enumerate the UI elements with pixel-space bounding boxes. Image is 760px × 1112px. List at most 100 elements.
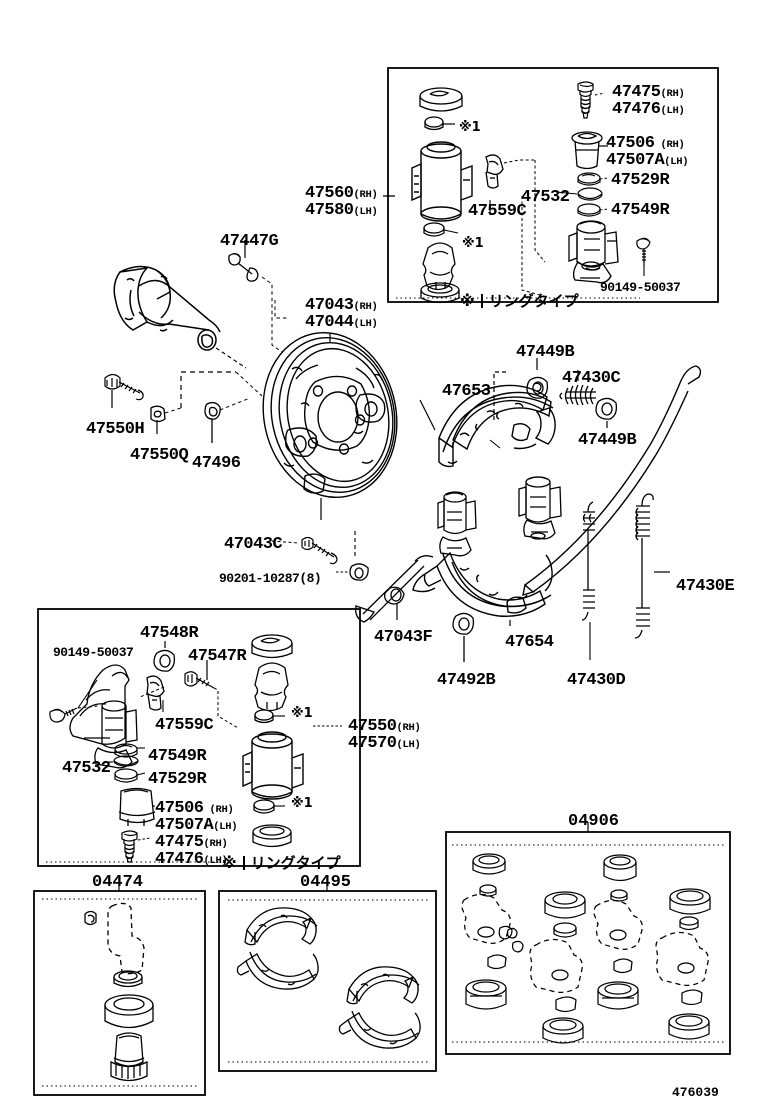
part-label-47430C: 47430C [562, 370, 621, 387]
part-side-suffix: (RH) [353, 189, 378, 201]
wheel-cylinder-lh-panel-border [37, 608, 361, 867]
part-47550Q-nut [150, 405, 166, 423]
part-47529R-ring [577, 172, 601, 186]
ring-type-text: リングタイプ [488, 292, 579, 310]
part-47550H-bolt [104, 373, 144, 401]
part-number: 90149-50037 [600, 280, 681, 295]
part-wheel-cylinder-lh-scene [437, 491, 477, 557]
part-label-47449B: 47449B [516, 344, 575, 361]
part-47550-rh-cylinder-body [411, 141, 473, 222]
part-number: 47529R [148, 770, 207, 789]
ring-type-legend: ※リングタイプ [460, 292, 579, 310]
part-47449B-hold-down-lower [595, 397, 618, 420]
part-47043C-pin [301, 536, 338, 565]
part-47043F-strut-rod [355, 555, 434, 623]
part-label-47570: 47570(LH) [348, 735, 421, 752]
kit-04495-contents [236, 907, 421, 1049]
part-47570-cylinder-body-lh [242, 731, 304, 800]
ring-type-symbol: ※ [222, 854, 237, 872]
part-number: 47550Q [130, 446, 189, 465]
part-number: 47549R [148, 747, 207, 766]
part-47532-cup [577, 187, 603, 201]
part-number: 47475 [612, 83, 661, 102]
part-47449B-hold-down-upper [526, 376, 549, 399]
part-number: 90149-50037 [53, 645, 134, 660]
part-47559C-lever [485, 154, 504, 189]
part-number: 47447G [220, 232, 279, 251]
legend-divider [242, 856, 245, 870]
part-47548R-clip [153, 649, 176, 672]
part-label-47549R: 47549R [148, 747, 207, 766]
part-47430C-spring [559, 384, 596, 406]
part-number: 90201-10287(8) [219, 571, 322, 586]
part-label-47043F: 47043F [374, 629, 433, 646]
part-label-47475: 47475(RH) [612, 84, 685, 101]
part-47550-rh-seal-cup [420, 282, 460, 304]
part-label-47507A: 47507A(LH) [155, 816, 238, 835]
part-label-47044: 47044(LH) [305, 314, 378, 331]
part-label-47492B: 47492B [437, 672, 496, 689]
part-label-47548R: 47548R [140, 624, 199, 643]
part-number: 47449B [578, 431, 637, 450]
part-47492B-pin [452, 612, 475, 662]
kit-04474-contents [84, 902, 154, 1082]
part-label-47580: 47580(LH) [305, 202, 378, 219]
part-label-47475: 47475(RH) [155, 834, 228, 851]
part-number: 47430D [567, 671, 626, 690]
part-side-suffix: (RH) [209, 804, 234, 816]
part-label-47476: 47476(LH) [612, 101, 685, 118]
part-side-suffix: (RH) [660, 88, 685, 100]
part-number: 47559C [468, 202, 527, 221]
part-number: 47549R [611, 201, 670, 220]
part-label-47043C: 47043C [224, 536, 283, 553]
ring-type-callout: ※1 [459, 120, 481, 135]
part-label-47529R: 47529R [611, 172, 670, 189]
part-47549R-ring-lh [114, 743, 138, 758]
part-47570-boot-lh [254, 662, 289, 712]
diagram-id: 476039 [672, 1085, 719, 1100]
part-47430E-return-spring [634, 493, 654, 639]
part-47496-spring-pin [204, 401, 221, 443]
part-47570-lh-assembly [69, 664, 138, 769]
part-number: 47506 [606, 134, 655, 153]
part-47506-boot-cap [571, 131, 603, 170]
part-47475-bleeder-screw [577, 81, 594, 119]
part-number: 47559C [155, 716, 214, 735]
part-number: 47532 [521, 188, 570, 207]
part-side-suffix: (RH) [353, 301, 378, 313]
part-number: 47550H [86, 420, 145, 439]
part-label-90201102878: 90201-10287(8) [219, 571, 322, 586]
part-47654-brake-shoe-lower [412, 551, 553, 617]
part-47559C-lever-lh [146, 675, 165, 711]
part-number: 47496 [192, 454, 241, 473]
part-side-suffix: (RH) [660, 139, 685, 151]
ring-type-text: リングタイプ [250, 854, 341, 872]
part-47549R-ring [577, 203, 601, 217]
part-number: 47570 [348, 734, 397, 753]
part-label-47507A: 47507A(LH) [606, 152, 689, 169]
legend-divider [480, 294, 483, 308]
part-47653-brake-shoe-upper [438, 384, 556, 468]
part-90201-10287-washer [349, 563, 369, 581]
part-label-47653: 47653 [442, 383, 491, 400]
kit-label-04495: 04495 [300, 873, 352, 892]
part-number: 47547R [188, 647, 247, 666]
part-number: 47507A [155, 816, 214, 835]
part-90149-50037-screw-rh [636, 237, 651, 266]
part-47550-rh-cap [419, 87, 463, 112]
part-label-47559C: 47559C [155, 716, 214, 735]
part-number: 47548R [140, 624, 199, 643]
part-label-47550Q: 47550Q [130, 446, 189, 465]
part-47529R-ring-lh [114, 768, 138, 783]
part-ring-1-lh-upper [254, 709, 274, 724]
part-label-47532: 47532 [521, 189, 570, 206]
part-label-47560: 47560(RH) [305, 185, 378, 202]
part-47430D-spring [581, 501, 595, 621]
part-wheel-cylinder-rh-scene [518, 476, 562, 540]
part-label-47447G: 47447G [220, 232, 279, 251]
part-number: 47506 [155, 799, 204, 818]
part-47447G-bolt [228, 253, 259, 282]
part-label-47547R: 47547R [188, 647, 247, 666]
part-label-47430D: 47430D [567, 671, 626, 690]
